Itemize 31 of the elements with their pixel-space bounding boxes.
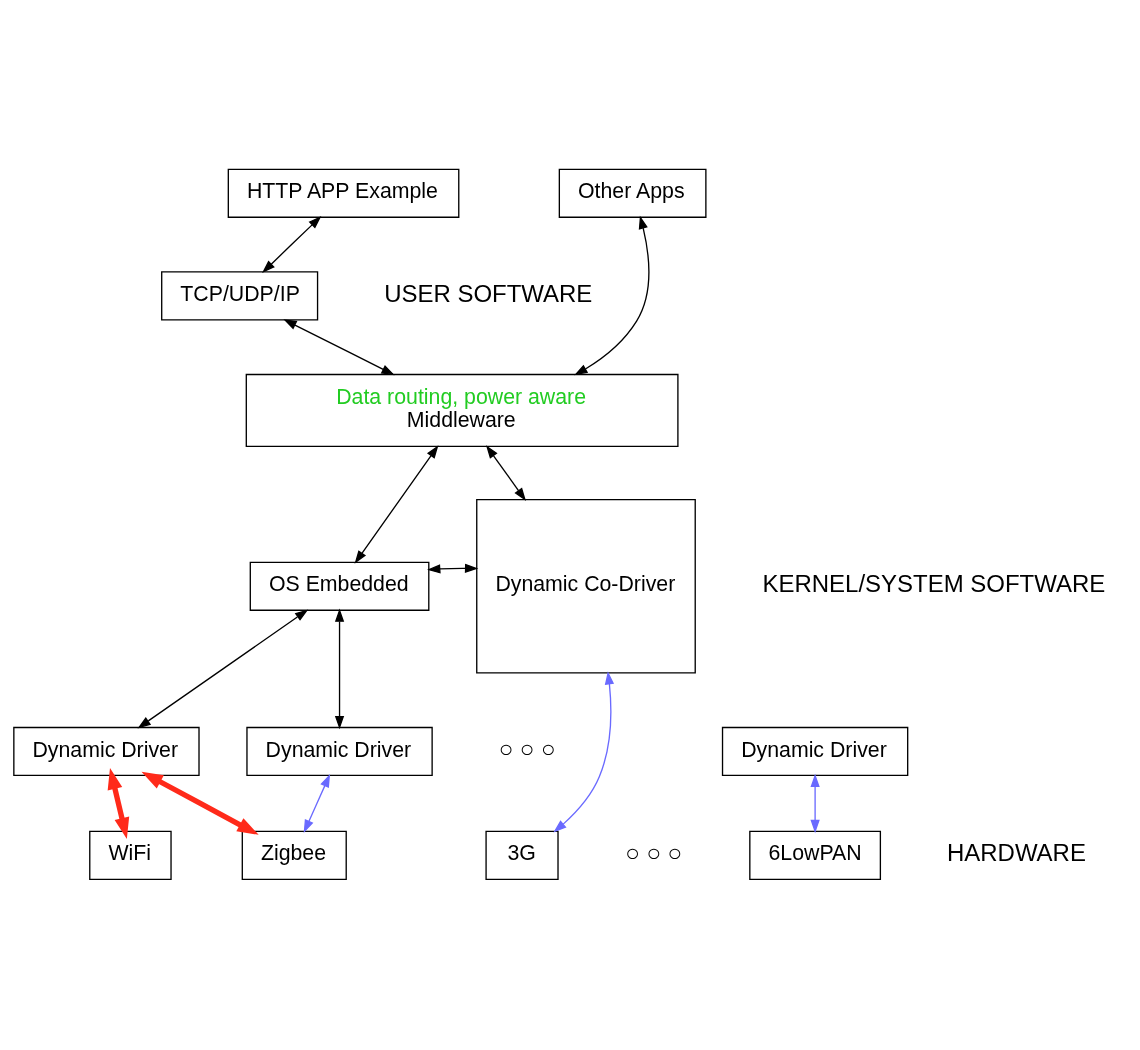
node-box: HTTP APP Example <box>227 168 460 218</box>
arrow <box>283 319 395 376</box>
arrow <box>262 215 322 273</box>
node-box: Dynamic Driver <box>246 726 433 777</box>
node-box: Other Apps <box>558 168 707 218</box>
label: HARDWARE <box>946 839 1086 867</box>
node-box: 6LowPAN <box>749 830 882 880</box>
node-box: 3G <box>485 830 559 880</box>
arrow <box>141 771 259 835</box>
node-box: WiFi <box>89 830 172 880</box>
arrow <box>553 671 615 833</box>
arrow <box>354 445 439 564</box>
node-box: Dynamic Driver <box>721 726 909 777</box>
arrow <box>137 609 309 729</box>
node-box: TCP/UDP/IP <box>161 271 319 321</box>
node-box: Data routing, power aware Middleware <box>245 373 679 448</box>
arrow <box>427 563 479 574</box>
node-box: Zigbee <box>241 830 347 880</box>
label: ○ ○ ○ <box>498 735 556 763</box>
arrow <box>107 767 130 839</box>
arrow <box>810 773 820 834</box>
label: KERNEL/SYSTEM SOFTWARE <box>762 570 1106 598</box>
node-box: Dynamic Co-Driver <box>476 499 696 674</box>
label: ○ ○ ○ <box>625 839 683 867</box>
arrow <box>334 608 345 730</box>
label: USER SOFTWARE <box>384 279 593 307</box>
arrow <box>574 215 650 376</box>
arrow <box>303 773 331 833</box>
arrow <box>486 445 526 502</box>
node-box: OS Embedded <box>249 561 430 611</box>
node-box: Dynamic Driver <box>13 726 200 777</box>
